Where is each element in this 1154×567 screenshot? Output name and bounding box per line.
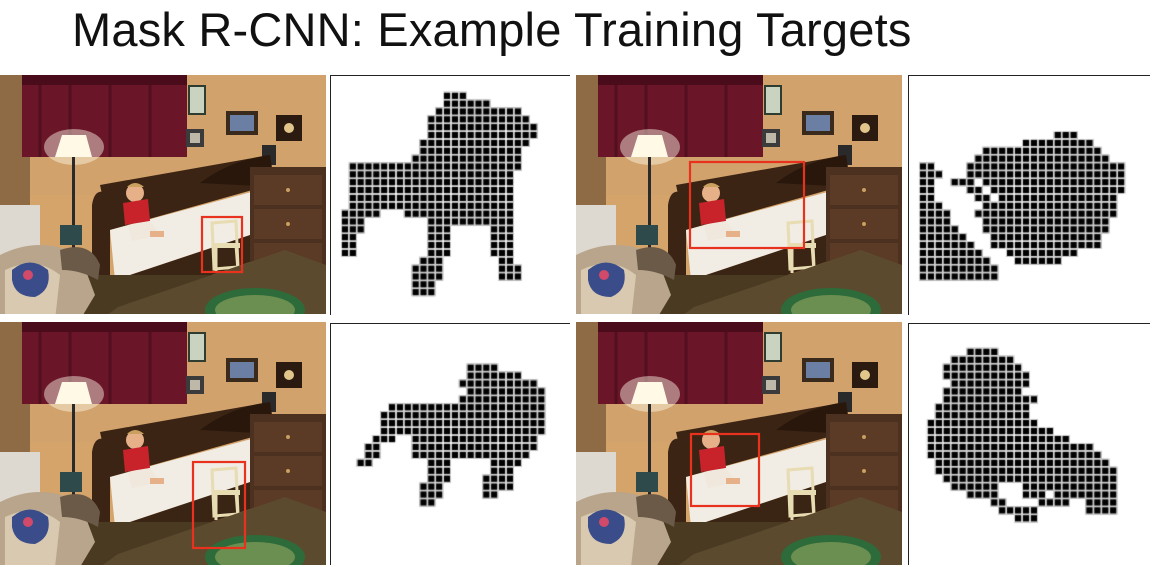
chair-mask-panel-2 [330, 323, 571, 566]
bedroom-scene [0, 75, 326, 314]
bedroom-scene [576, 75, 902, 314]
bedroom-photo-person-box-2 [576, 322, 902, 565]
slide-title: Mask R-CNN: Example Training Targets [72, 3, 912, 56]
person-mask-grid-2 [909, 324, 1151, 566]
chair-mask-grid [331, 76, 571, 316]
bedroom-photo-chair-box-2 [0, 322, 326, 565]
chair-bounding-box [191, 460, 247, 550]
bedroom-scene [576, 322, 902, 565]
bedroom-photo-person-box [576, 75, 902, 314]
chair-mask-grid-2 [331, 324, 571, 566]
person-mask-panel-2 [908, 323, 1151, 566]
chair-mask-panel [330, 75, 571, 316]
person-mask-grid [909, 76, 1151, 316]
bedroom-scene [0, 322, 326, 565]
chair-bounding-box [200, 215, 244, 274]
person-mask-panel [908, 75, 1151, 316]
bedroom-photo-chair-box [0, 75, 326, 314]
person-bounding-box [689, 432, 761, 508]
person-bounding-box [688, 160, 806, 250]
